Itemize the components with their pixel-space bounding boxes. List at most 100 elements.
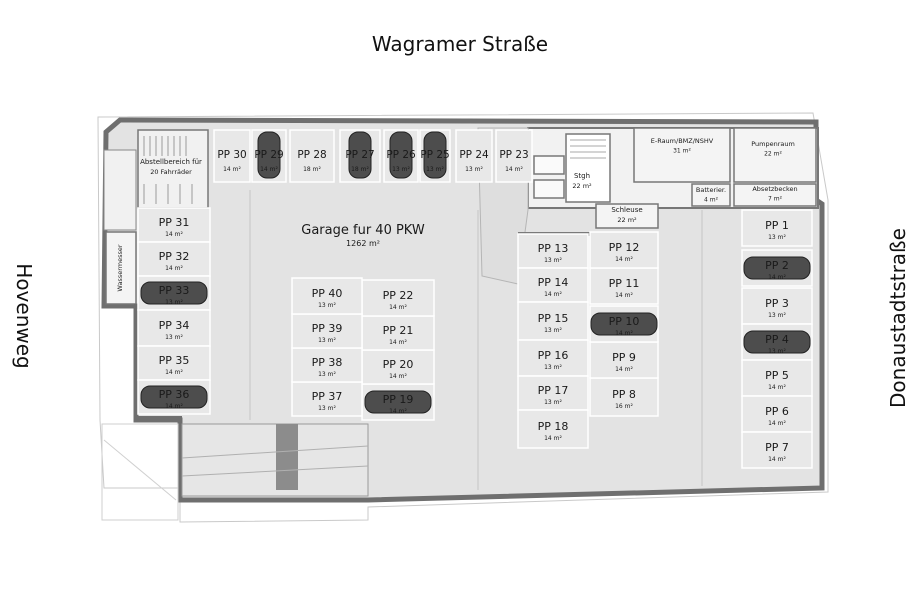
batt-room (691, 183, 731, 207)
parking-spot-label: PP 15 (538, 312, 569, 325)
car-icon (348, 131, 372, 179)
parking-spot-area: 14 m² (389, 408, 407, 415)
parking-spot: PP 33 13 m² (137, 275, 211, 311)
car-icon (140, 281, 208, 305)
parking-spot-area: 13 m² (318, 302, 336, 309)
room-label: Schleuse (611, 206, 642, 214)
parking-spot-label: PP 3 (765, 297, 789, 310)
parking-spot-label: PP 6 (765, 405, 789, 418)
parking-spot-outline (291, 313, 363, 349)
parking-spot-area: 14 m² (165, 403, 183, 410)
parking-spot-outline (289, 129, 335, 183)
parking-spot-outline (741, 431, 813, 469)
parking-spot-label: PP 34 (159, 319, 190, 332)
parking-spot: PP 914 m² (589, 341, 659, 379)
ramp-line (181, 445, 369, 459)
parking-spot-outline (361, 349, 435, 385)
room-label: Pumpenraum (751, 140, 795, 148)
room-label: E-Raum/BMZ/NSHV (651, 137, 714, 145)
parking-spot-area: 13 m² (165, 299, 183, 306)
entry-ramp (101, 423, 179, 521)
parking-spot-outline (495, 129, 533, 183)
parking-spot: PP 34 13 m² (137, 309, 211, 347)
parking-spot-area: 13 m² (465, 166, 483, 173)
car-icon (257, 131, 281, 179)
car-icon (364, 390, 432, 414)
parking-spot: PP 714 m² (741, 431, 813, 469)
room-label: Stgh (574, 172, 590, 180)
parking-spot-outline (213, 129, 251, 183)
parking-spot-area: 14 m² (615, 366, 633, 373)
room-label: 20 Fahrräder (150, 168, 192, 176)
wasser-room (105, 231, 137, 305)
interior-wall (134, 304, 138, 420)
parking-spot: PP 5 14 m² (741, 359, 813, 397)
parking-spot-outline (137, 241, 211, 277)
parking-spot: PP 816 m² (589, 377, 659, 417)
parking-spot-label: PP 12 (609, 241, 640, 254)
parking-spot: PP 10 14 m² (589, 305, 659, 343)
parking-spot-outline (291, 277, 363, 315)
parking-spot-outline (741, 209, 813, 247)
room-area: 4 m² (704, 197, 719, 204)
room-label: Abstellbereich für (140, 158, 202, 166)
parking-spot-area: 13 m² (544, 327, 562, 334)
parking-spot-area: 14 m² (389, 304, 407, 311)
parking-spot-label: PP 19 (383, 393, 414, 406)
parking-spot-area: 14 m² (505, 166, 523, 173)
parking-spot-label: PP 40 (312, 287, 343, 300)
parking-spot-label: PP 4 (765, 333, 789, 346)
parking-spot-label: PP 5 (765, 369, 789, 382)
ramp-line (181, 465, 369, 477)
parking-spot-label: PP 32 (159, 250, 190, 263)
parking-spot-outline (589, 267, 659, 305)
parking-spot: PP 22 14 m² (361, 279, 435, 317)
parking-spot: PP 214 m² (741, 249, 813, 287)
parking-spot-area: 14 m² (768, 384, 786, 391)
parking-spot-area: 18 m² (303, 166, 321, 173)
parking-spot-area: 13 m² (318, 371, 336, 378)
lift-shaft-1 (533, 155, 565, 175)
parking-spot-outline (589, 231, 659, 269)
parking-spot: PP 6 14 m² (741, 395, 813, 433)
parking-spot-area: 14 m² (389, 373, 407, 380)
parking-spot-area: 14 m² (615, 330, 633, 337)
parking-spot-area: 13 m² (544, 364, 562, 371)
bike-corridor (103, 149, 137, 231)
parking-spot-area: 13 m² (544, 257, 562, 264)
parking-spot-label: PP 11 (609, 277, 640, 290)
parking-spot-outline (517, 301, 589, 341)
room-area: 22 m² (617, 216, 637, 224)
room-label: Absetzbecken (752, 185, 797, 193)
parking-spot-label: PP 24 (459, 149, 489, 161)
entry-ramp-hatch (103, 439, 177, 501)
lift-shaft-2 (533, 179, 565, 199)
parking-spot-outline (589, 341, 659, 379)
parking-spot-area: 13 m² (318, 337, 336, 344)
parking-spot-area: 14 m² (768, 420, 786, 427)
absetz-room (733, 183, 817, 207)
parking-spot-label: PP 20 (383, 358, 414, 371)
parking-spot-label: PP 21 (383, 324, 414, 337)
parking-spot-outline (137, 207, 211, 243)
parking-spot-label: PP 10 (609, 315, 640, 328)
parking-spot-label: PP 18 (538, 420, 569, 433)
parking-spot-label: PP 22 (383, 289, 414, 302)
parking-spot-label: PP 33 (159, 284, 190, 297)
parking-spot-outline (517, 409, 589, 449)
schleuse-room (595, 203, 659, 229)
ramp-lower-left (181, 423, 369, 497)
parking-spot-area: 13 m² (165, 334, 183, 341)
street-label-top: Wagramer Straße (371, 32, 549, 56)
